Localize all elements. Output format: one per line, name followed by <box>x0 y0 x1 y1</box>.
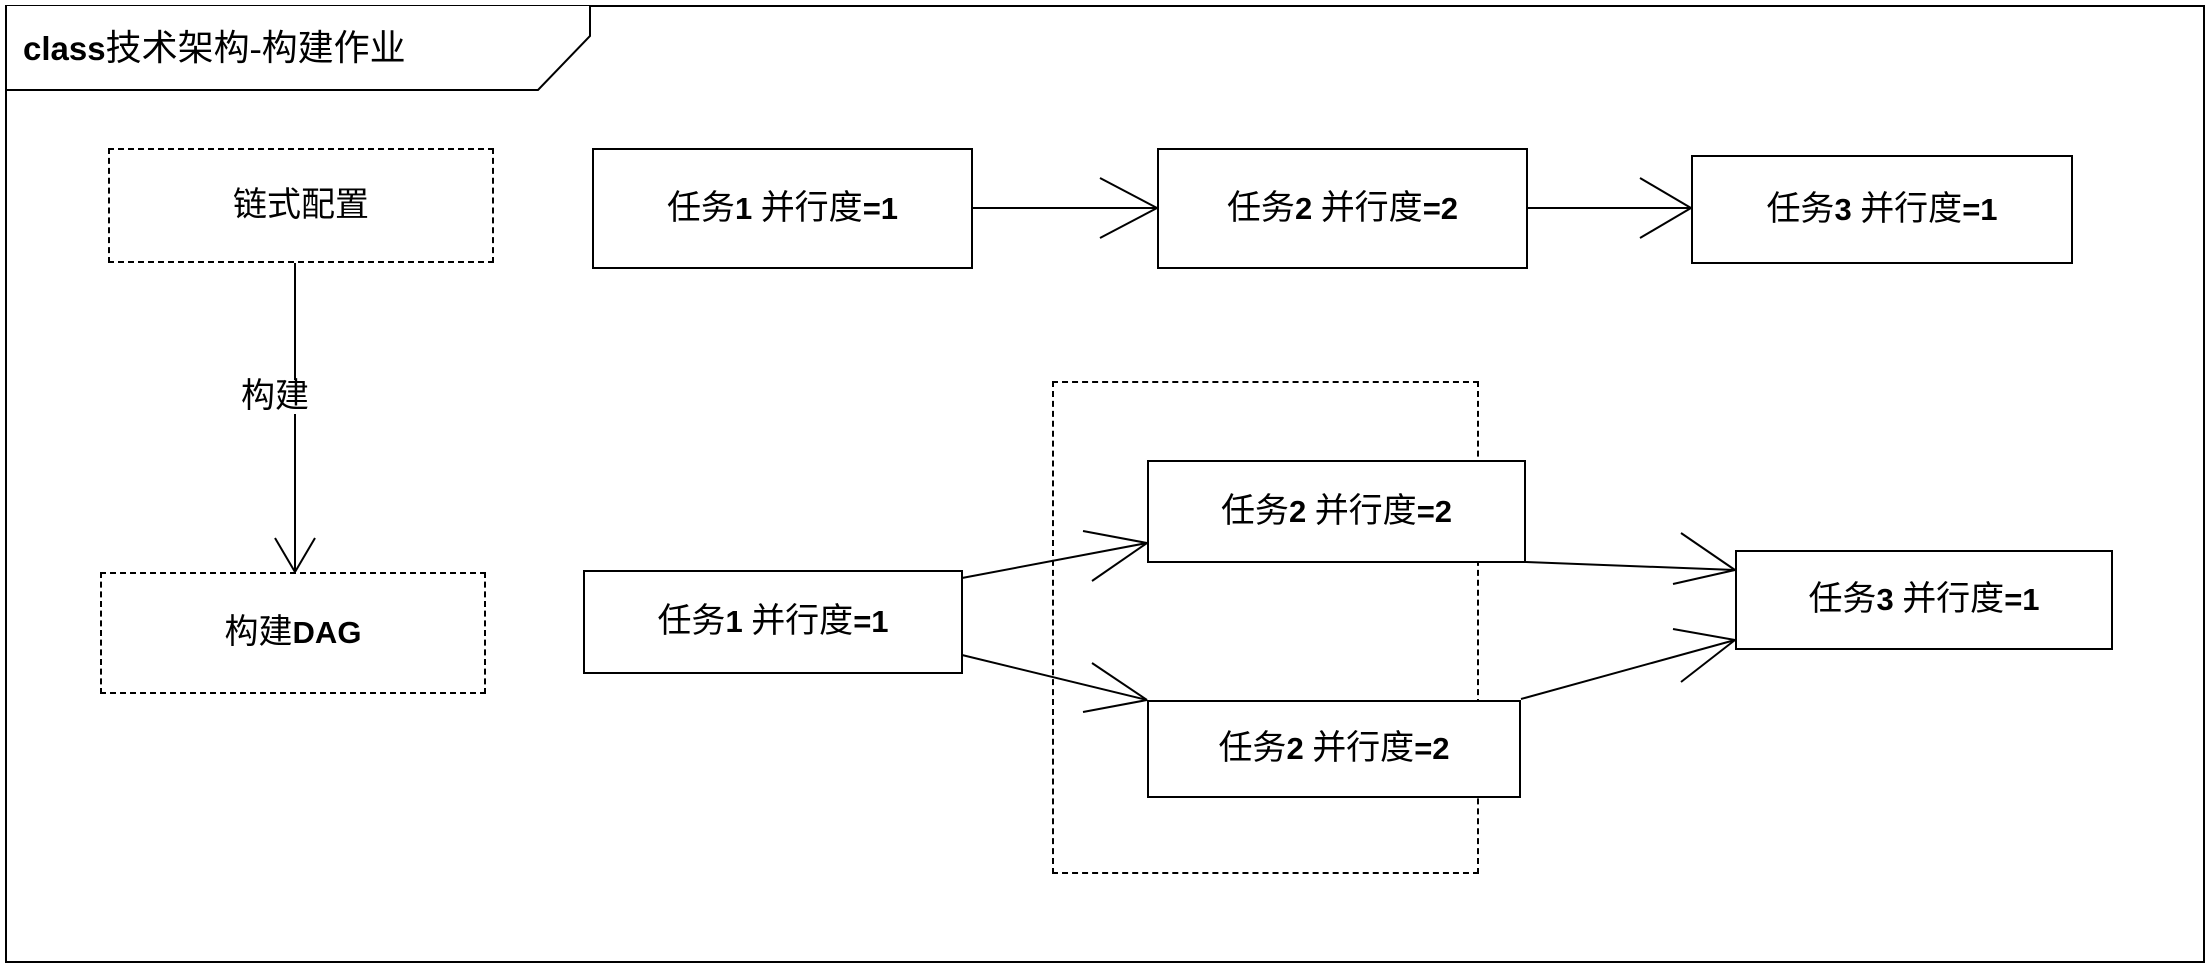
dag-parallel-group-box <box>1052 381 1479 874</box>
node-chain-task-2[interactable]: 任务2 并行度=2 <box>1157 148 1528 269</box>
node-dag-task-1-label: 任务1 并行度=1 <box>657 603 889 640</box>
title-tab-outline <box>5 6 591 91</box>
node-dag-task-2-a[interactable]: 任务2 并行度=2 <box>1147 460 1526 563</box>
node-build-dag-label: 构建DAG <box>224 614 362 651</box>
node-chain-config[interactable]: 链式配置 <box>108 148 494 263</box>
node-chain-task-2-label: 任务2 并行度=2 <box>1226 189 1459 227</box>
node-build-dag[interactable]: 构建DAG <box>100 572 486 694</box>
node-chain-task-3-label: 任务3 并行度=1 <box>1766 190 1998 228</box>
node-dag-task-3[interactable]: 任务3 并行度=1 <box>1735 550 2113 650</box>
node-chain-task-1[interactable]: 任务1 并行度=1 <box>592 148 973 269</box>
title-keyword: class <box>23 30 106 67</box>
node-dag-task-2-a-label: 任务2 并行度=2 <box>1220 492 1453 530</box>
diagram-title-text: class技术架构-构建作业 <box>23 30 406 66</box>
uml-frame-border <box>5 5 2205 963</box>
node-dag-task-2-b[interactable]: 任务2 并行度=2 <box>1147 700 1521 798</box>
diagram-title-tab: class技术架构-构建作业 <box>5 5 593 91</box>
edge-label-build: 构建 <box>235 380 315 414</box>
title-name: 技术架构-构建作业 <box>105 28 406 68</box>
node-dag-task-3-label: 任务3 并行度=1 <box>1808 581 2040 618</box>
node-dag-task-1[interactable]: 任务1 并行度=1 <box>583 570 963 674</box>
node-chain-task-1-label: 任务1 并行度=1 <box>666 189 899 227</box>
node-chain-config-label: 链式配置 <box>233 186 369 224</box>
node-chain-task-3[interactable]: 任务3 并行度=1 <box>1691 155 2073 264</box>
node-dag-task-2-b-label: 任务2 并行度=2 <box>1218 730 1450 767</box>
